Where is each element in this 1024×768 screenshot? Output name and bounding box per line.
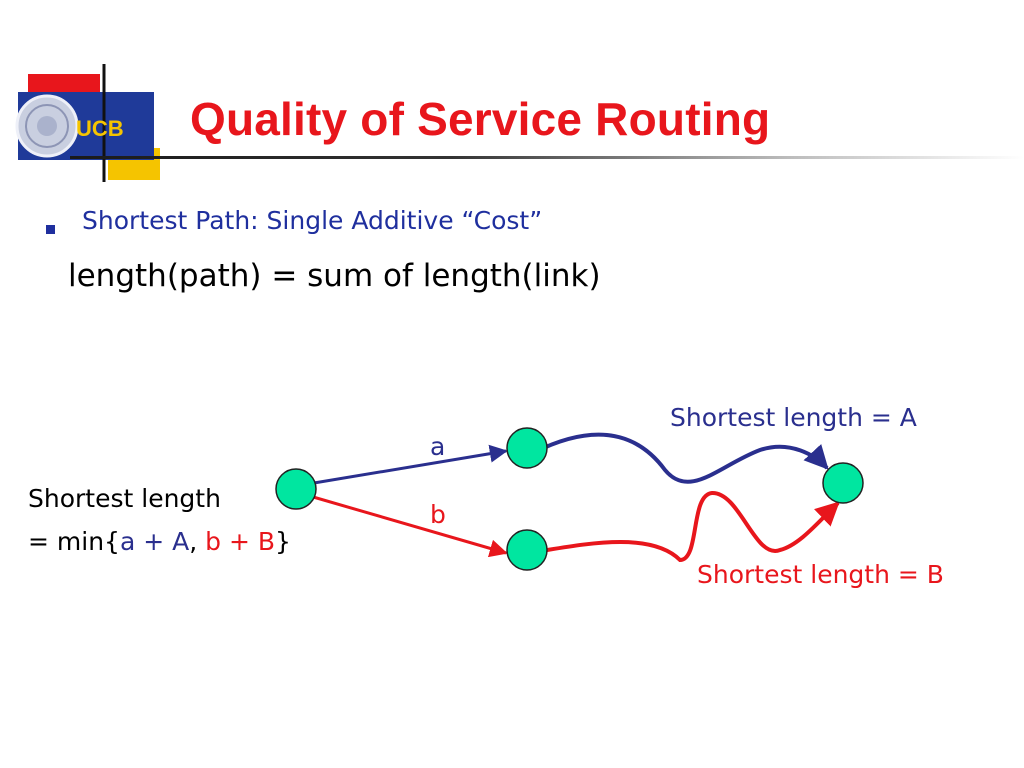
edge-b-label: b — [430, 500, 446, 529]
top-node — [506, 427, 548, 469]
min-suffix: } — [275, 527, 291, 556]
a-plus-A-term: a + A — [119, 527, 190, 556]
title-underline — [70, 156, 1024, 159]
b-plus-B-term: b + B — [205, 527, 275, 556]
source-label-line2: = min{a + A, b + B} — [28, 527, 291, 556]
destination-node — [822, 462, 864, 504]
source-node — [275, 468, 317, 510]
ucb-logo: UCB — [0, 0, 180, 190]
seal-inner-ring — [25, 104, 69, 148]
bullet-text: Shortest Path: Single Additive “Cost” — [82, 206, 543, 235]
path-B-curve — [534, 490, 840, 563]
comma-separator: , — [189, 527, 206, 556]
logo-text: UCB — [76, 116, 124, 141]
path-A-curve — [534, 432, 829, 484]
min-prefix: = min{ — [28, 527, 120, 556]
edge-a-arrow — [295, 444, 508, 488]
label-shortest-length-A: Shortest length = A — [670, 403, 917, 432]
bullet-square-icon — [46, 225, 55, 234]
logo-red-bar — [28, 74, 100, 96]
ucb-logo-graphic: UCB — [15, 64, 160, 182]
seal-center — [37, 116, 57, 136]
slide-title: Quality of Service Routing — [190, 93, 771, 145]
label-shortest-length-B: Shortest length = B — [697, 560, 944, 589]
formula-text: length(path) = sum of length(link) — [68, 258, 601, 294]
edge-a-label: a — [430, 432, 446, 461]
bottom-node — [506, 529, 548, 571]
source-label-line1: Shortest length — [28, 484, 221, 513]
edge-b-arrow — [295, 490, 508, 558]
